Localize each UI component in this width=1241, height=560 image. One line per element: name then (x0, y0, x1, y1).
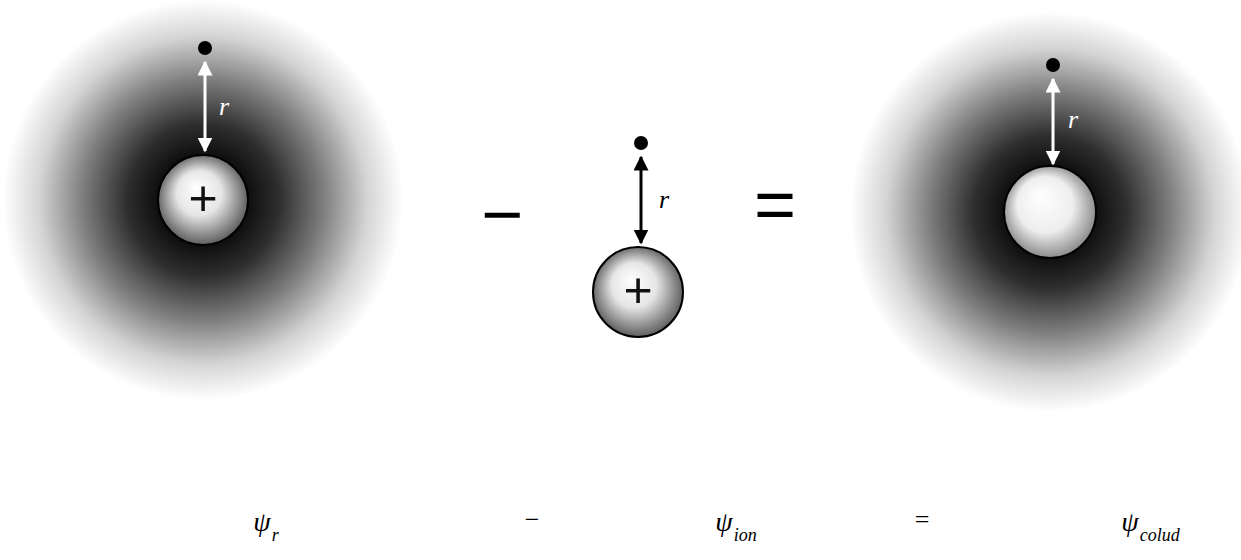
ion-sphere: + (157, 154, 249, 246)
subscript: r (272, 526, 279, 544)
distance-arrow (1052, 79, 1055, 164)
equals-sign: = (754, 168, 796, 240)
distance-label: r (659, 187, 669, 213)
test-point (1046, 58, 1060, 72)
ion-sphere: + (592, 246, 684, 338)
wavefunction-symbol: ψ (1121, 508, 1138, 536)
wavefunction-symbol: ψ (715, 508, 732, 536)
subscript: ion (734, 526, 757, 544)
distance-label: r (1068, 107, 1078, 133)
empty-sphere (1004, 166, 1096, 258)
charge-sign: + (188, 173, 217, 223)
charge-sign: + (623, 265, 652, 315)
test-point (634, 136, 648, 150)
equals-sign: = (915, 507, 930, 533)
minus-sign: − (525, 507, 540, 533)
electron-cloud (850, 12, 1241, 412)
test-point (198, 41, 212, 55)
minus-sign: − (481, 178, 523, 250)
distance-arrow (640, 157, 643, 243)
electron-cloud (3, 0, 403, 400)
distance-label: r (219, 94, 229, 120)
distance-arrow (204, 62, 207, 151)
wavefunction-symbol: ψ (253, 508, 270, 536)
subscript: colud (1140, 526, 1180, 544)
